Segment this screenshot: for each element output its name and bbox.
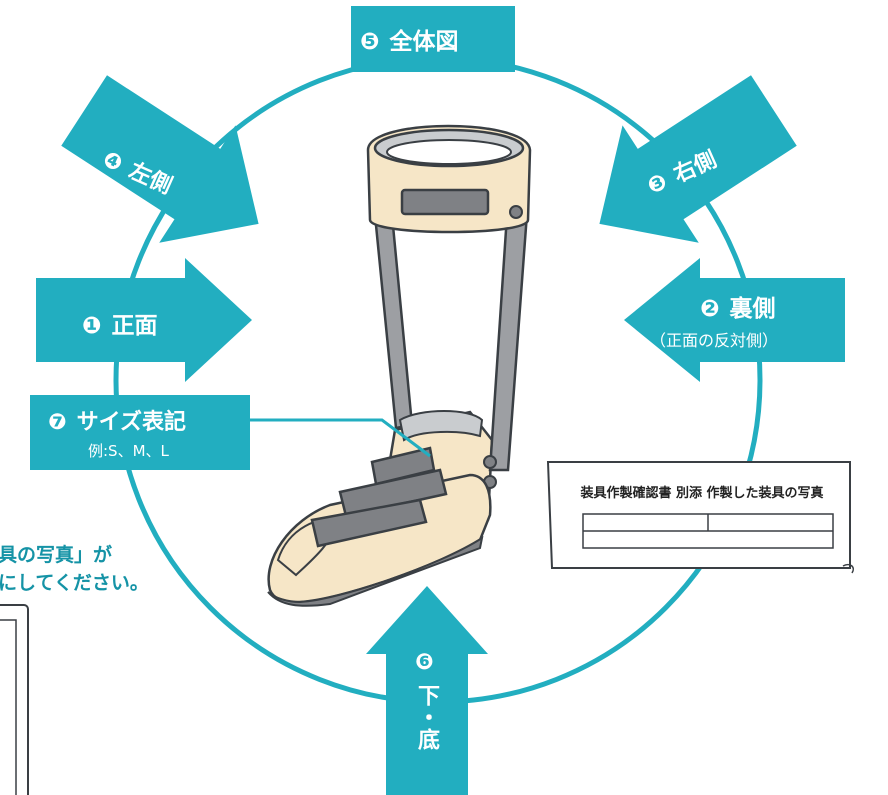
- arrow-back: [624, 258, 845, 382]
- label-whole-num: ❺: [360, 29, 380, 55]
- label-size-num: ❼: [48, 410, 67, 435]
- note-line-1: 具の写真」が: [0, 544, 113, 566]
- label-bottom-num: ❻: [415, 650, 434, 675]
- label-front-text: 正面: [111, 313, 158, 339]
- arrow-front: [36, 258, 252, 382]
- note-line-2: にしてください。: [0, 572, 149, 594]
- label-bottom-text: 下・底: [414, 684, 439, 750]
- label-whole: ❺ 全体図: [360, 22, 458, 56]
- document-card: [546, 461, 855, 574]
- label-front: ❶ 正面: [82, 306, 157, 340]
- label-size-sub: 例:S、M、L: [88, 442, 169, 460]
- arrow-left: [61, 75, 259, 243]
- label-box-whole: [351, 6, 515, 72]
- arrow-bottom: [366, 586, 488, 795]
- label-size-text: サイズ表記: [76, 410, 186, 435]
- label-back: ❷ 裏側: [700, 289, 775, 323]
- label-whole-text: 全体図: [389, 29, 459, 55]
- label-box-size: [30, 395, 250, 470]
- label-back-text: 裏側: [729, 296, 776, 322]
- label-back-num: ❷: [700, 296, 720, 322]
- orthosis-illustration: [267, 124, 532, 607]
- background-document-sheet: [0, 604, 29, 795]
- label-back-sub: （正面の反対側）: [650, 331, 779, 350]
- size-pointer-line: [250, 418, 431, 458]
- document-title: 装具作製確認書 別添 作製した装具の写真: [580, 486, 824, 501]
- arrow-right: [599, 75, 797, 243]
- label-size: ❼ サイズ表記: [48, 404, 186, 436]
- label-front-num: ❶: [82, 313, 102, 339]
